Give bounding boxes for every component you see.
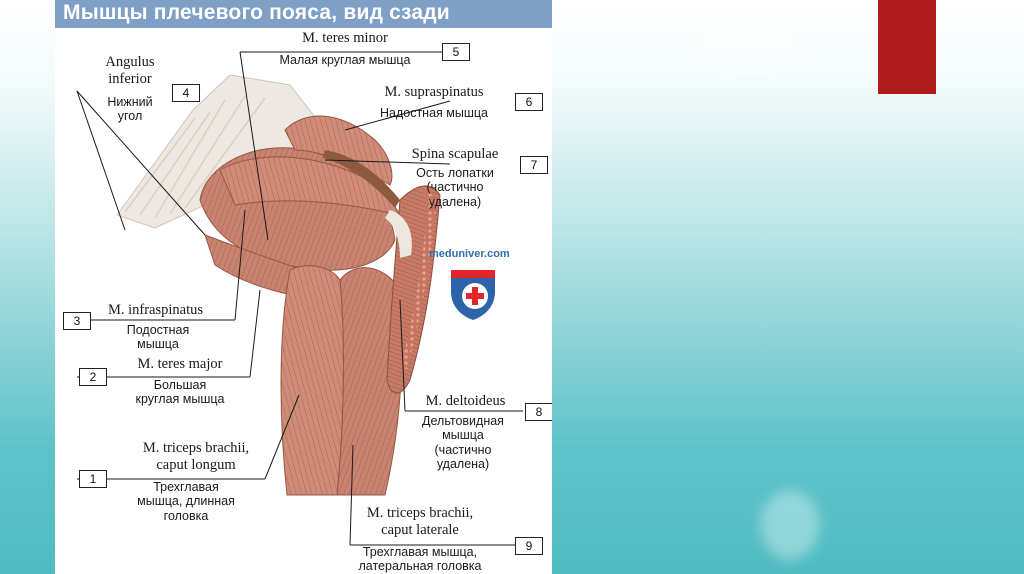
triceps-long-head: [281, 266, 343, 495]
accent-bar: [878, 0, 936, 94]
shield-icon: [445, 264, 501, 322]
label-8-number: 8: [525, 403, 552, 421]
label-2-latin: M. teres major: [115, 356, 245, 373]
label-7-latin: Spina scapulae: [395, 146, 515, 163]
label-5-latin: M. teres minor: [250, 30, 440, 47]
label-2-number: 2: [79, 368, 107, 386]
label-9-number: 9: [515, 537, 543, 555]
label-1-number: 1: [79, 470, 107, 488]
background-bubble: [760, 490, 820, 560]
label-3-number: 3: [63, 312, 91, 330]
label-3-latin: M. infraspinatus: [93, 302, 218, 319]
label-5-number: 5: [442, 43, 470, 61]
label-1-latin: M. triceps brachii, caput longum: [121, 440, 271, 473]
label-1-russian: Трехглавая мышца, длинная головка: [121, 480, 251, 523]
background-bubble: [690, 6, 810, 76]
label-7-number: 7: [520, 156, 548, 174]
label-6-number: 6: [515, 93, 543, 111]
label-4-latin: Angulus inferior: [90, 54, 170, 87]
label-9-russian: Трехглавая мышца, латеральная головка: [340, 545, 500, 574]
label-8-latin: M. deltoideus: [408, 393, 523, 410]
label-6-russian: Надостная мышца: [359, 106, 509, 120]
label-3-russian: Подостная мышца: [103, 323, 213, 352]
label-4-russian: Нижний угол: [90, 95, 170, 124]
anatomy-image: Мышцы плечевого пояса, вид сзади: [55, 0, 552, 574]
label-2-russian: Большая круглая мышца: [115, 378, 245, 407]
label-5-russian: Малая круглая мышца: [250, 53, 440, 67]
label-9-latin: M. triceps brachii, caput laterale: [340, 505, 500, 538]
watermark-text: meduniver.com: [429, 248, 510, 260]
label-8-russian: Дельтовидная мышца (частично удалена): [403, 414, 523, 472]
label-7-russian: Ость лопатки (частично удалена): [395, 166, 515, 209]
label-6-latin: M. supraspinatus: [359, 84, 509, 101]
label-4-number: 4: [172, 84, 200, 102]
